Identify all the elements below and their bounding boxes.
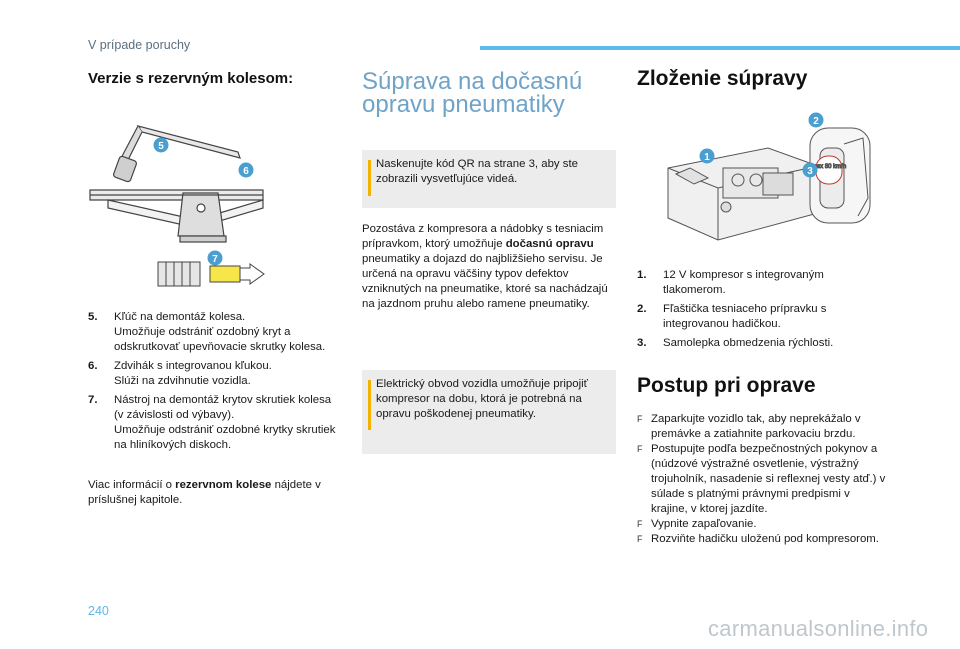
kit-contents-list: 1. 12 V kompresor s integrovaným tlakome… (637, 268, 877, 355)
callout-1-marker (699, 148, 715, 164)
repair-kit-heading-line1: Súprava na dočasnú (362, 68, 583, 95)
kit-contents-heading: Zloženie súpravy (637, 67, 808, 90)
header-accent-bar (480, 46, 960, 50)
description-text-end: pneumatiky a dojazd do najbližšieho serv… (362, 253, 608, 310)
list-item: 1. 12 V kompresor s integrovaným tlakome… (637, 268, 877, 298)
repair-kit-heading: Súprava na dočasnú opravu pneumatiky (362, 68, 583, 118)
electrical-info-box: Elektrický obvod vozidla umožňuje pripoj… (362, 370, 616, 454)
item-number: 2. (637, 303, 647, 315)
item-number: 5. (88, 311, 98, 323)
list-item: 5. Kľúč na demontáž kolesa. Umožňuje odst… (88, 310, 338, 355)
description-text: Pozostáva z kompresora a nádobky s tesni… (362, 223, 604, 250)
bullet-icon: F (637, 414, 643, 424)
repair-kit-heading-line2: opravu pneumatiky (362, 91, 565, 118)
callout-5-label: 5 (158, 141, 164, 152)
item-text: Fľaštička tesniaceho prípravku s integro… (663, 303, 827, 330)
note-text: Viac informácií o (88, 479, 176, 491)
jack-tools-illustration: 5 6 7 (89, 125, 265, 287)
item-text: 12 V kompresor s integrovaným tlakomerom… (663, 269, 824, 296)
qr-info-box: Naskenujte kód QR na strane 3, aby ste z… (362, 150, 616, 208)
item-description: Umožňuje odstrániť ozdobný kryt a odskru… (114, 326, 326, 353)
electrical-info-text: Elektrický obvod vozidla umožňuje pripoj… (376, 378, 588, 420)
repair-procedure-heading: Postup pri oprave (637, 374, 816, 397)
item-number: 7. (88, 394, 98, 406)
item-description: Umožňuje odstrániť ozdobné krytky skruti… (114, 424, 336, 451)
item-description: Slúži na zdvihnutie vozidla. (114, 375, 251, 387)
callout-3-label: 3 (807, 166, 813, 177)
item-title: Zdvihák s integrovanou kľukou. (114, 360, 272, 372)
callout-2-marker (808, 112, 824, 128)
item-number: 6. (88, 360, 98, 372)
compressor-drawing (667, 147, 819, 241)
item-number: 1. (637, 269, 647, 281)
step-text: Postupujte podľa bezpečnostných pokynov … (651, 443, 886, 515)
info-box-marker (368, 380, 371, 430)
repair-kit-illustration: max 80 km/h 1 2 3 (667, 112, 871, 241)
qr-info-text: Naskenujte kód QR na strane 3, aby ste z… (376, 158, 578, 185)
bullet-icon: F (637, 534, 643, 544)
callout-5-marker (153, 137, 169, 153)
spare-wheel-heading: Verzie s rezervným kolesom: (88, 70, 294, 87)
wheel-brace-drawing (113, 125, 241, 183)
item-text: Samolepka obmedzenia rýchlosti. (663, 337, 834, 349)
sealant-bottle-drawing: max 80 km/h (809, 127, 871, 224)
note-text-end: nájdete v príslušnej kapitole. (88, 479, 321, 506)
repair-steps-list: F Zaparkujte vozidlo tak, aby neprekážalo… (637, 412, 887, 547)
description-emphasis: dočasnú opravu (505, 238, 594, 250)
list-item: F Postupujte podľa bezpečnostných pokynov… (637, 442, 887, 517)
page-number: 240 (88, 604, 109, 618)
watermark: carmanualsonline.info (708, 616, 929, 641)
tool-list: 5. Kľúč na demontáž kolesa. Umožňuje odst… (88, 310, 338, 457)
item-title: Nástroj na demontáž krytov skrutiek kole… (114, 394, 332, 421)
callout-7-marker (207, 250, 223, 266)
callout-1-label: 1 (704, 152, 710, 163)
list-item: 3. Samolepka obmedzenia rýchlosti. (637, 336, 877, 351)
spare-wheel-note: Viac informácií o rezervnom kolese nájde… (88, 478, 343, 508)
speed-sticker-text: max 80 km/h (812, 164, 846, 170)
jack-drawing (89, 189, 264, 243)
list-item: F Zaparkujte vozidlo tak, aby neprekážalo… (637, 412, 887, 442)
bullet-icon: F (637, 519, 643, 529)
step-text: Vypnite zapaľovanie. (651, 518, 757, 530)
list-item: 7. Nástroj na demontáž krytov skrutiek k… (88, 393, 338, 453)
list-item: 6. Zdvihák s integrovanou kľukou. Slúži n… (88, 359, 338, 389)
callout-3-marker (802, 162, 818, 178)
list-item: 2. Fľaštička tesniaceho prípravku s inte… (637, 302, 877, 332)
list-item: F Rozviňte hadičku uloženú pod kompresoro… (637, 532, 887, 547)
repair-kit-description: Pozostáva z kompresora a nádobky s tesni… (362, 222, 618, 312)
item-title: Kľúč na demontáž kolesa. (114, 311, 246, 323)
bullet-icon: F (637, 444, 643, 454)
callout-2-label: 2 (813, 116, 819, 127)
callout-6-marker (238, 162, 254, 178)
section-title: V prípade poruchy (88, 38, 191, 52)
info-box-marker (368, 160, 371, 196)
note-emphasis: rezervnom kolese (175, 479, 272, 491)
step-text: Rozviňte hadičku uloženú pod kompresorom… (651, 533, 879, 545)
step-text: Zaparkujte vozidlo tak, aby neprekážalo … (651, 413, 861, 440)
callout-7-label: 7 (212, 254, 218, 265)
callout-6-label: 6 (243, 166, 249, 177)
list-item: F Vypnite zapaľovanie. (637, 517, 887, 532)
item-number: 3. (637, 337, 647, 349)
cover-removal-tool-drawing (157, 261, 265, 287)
